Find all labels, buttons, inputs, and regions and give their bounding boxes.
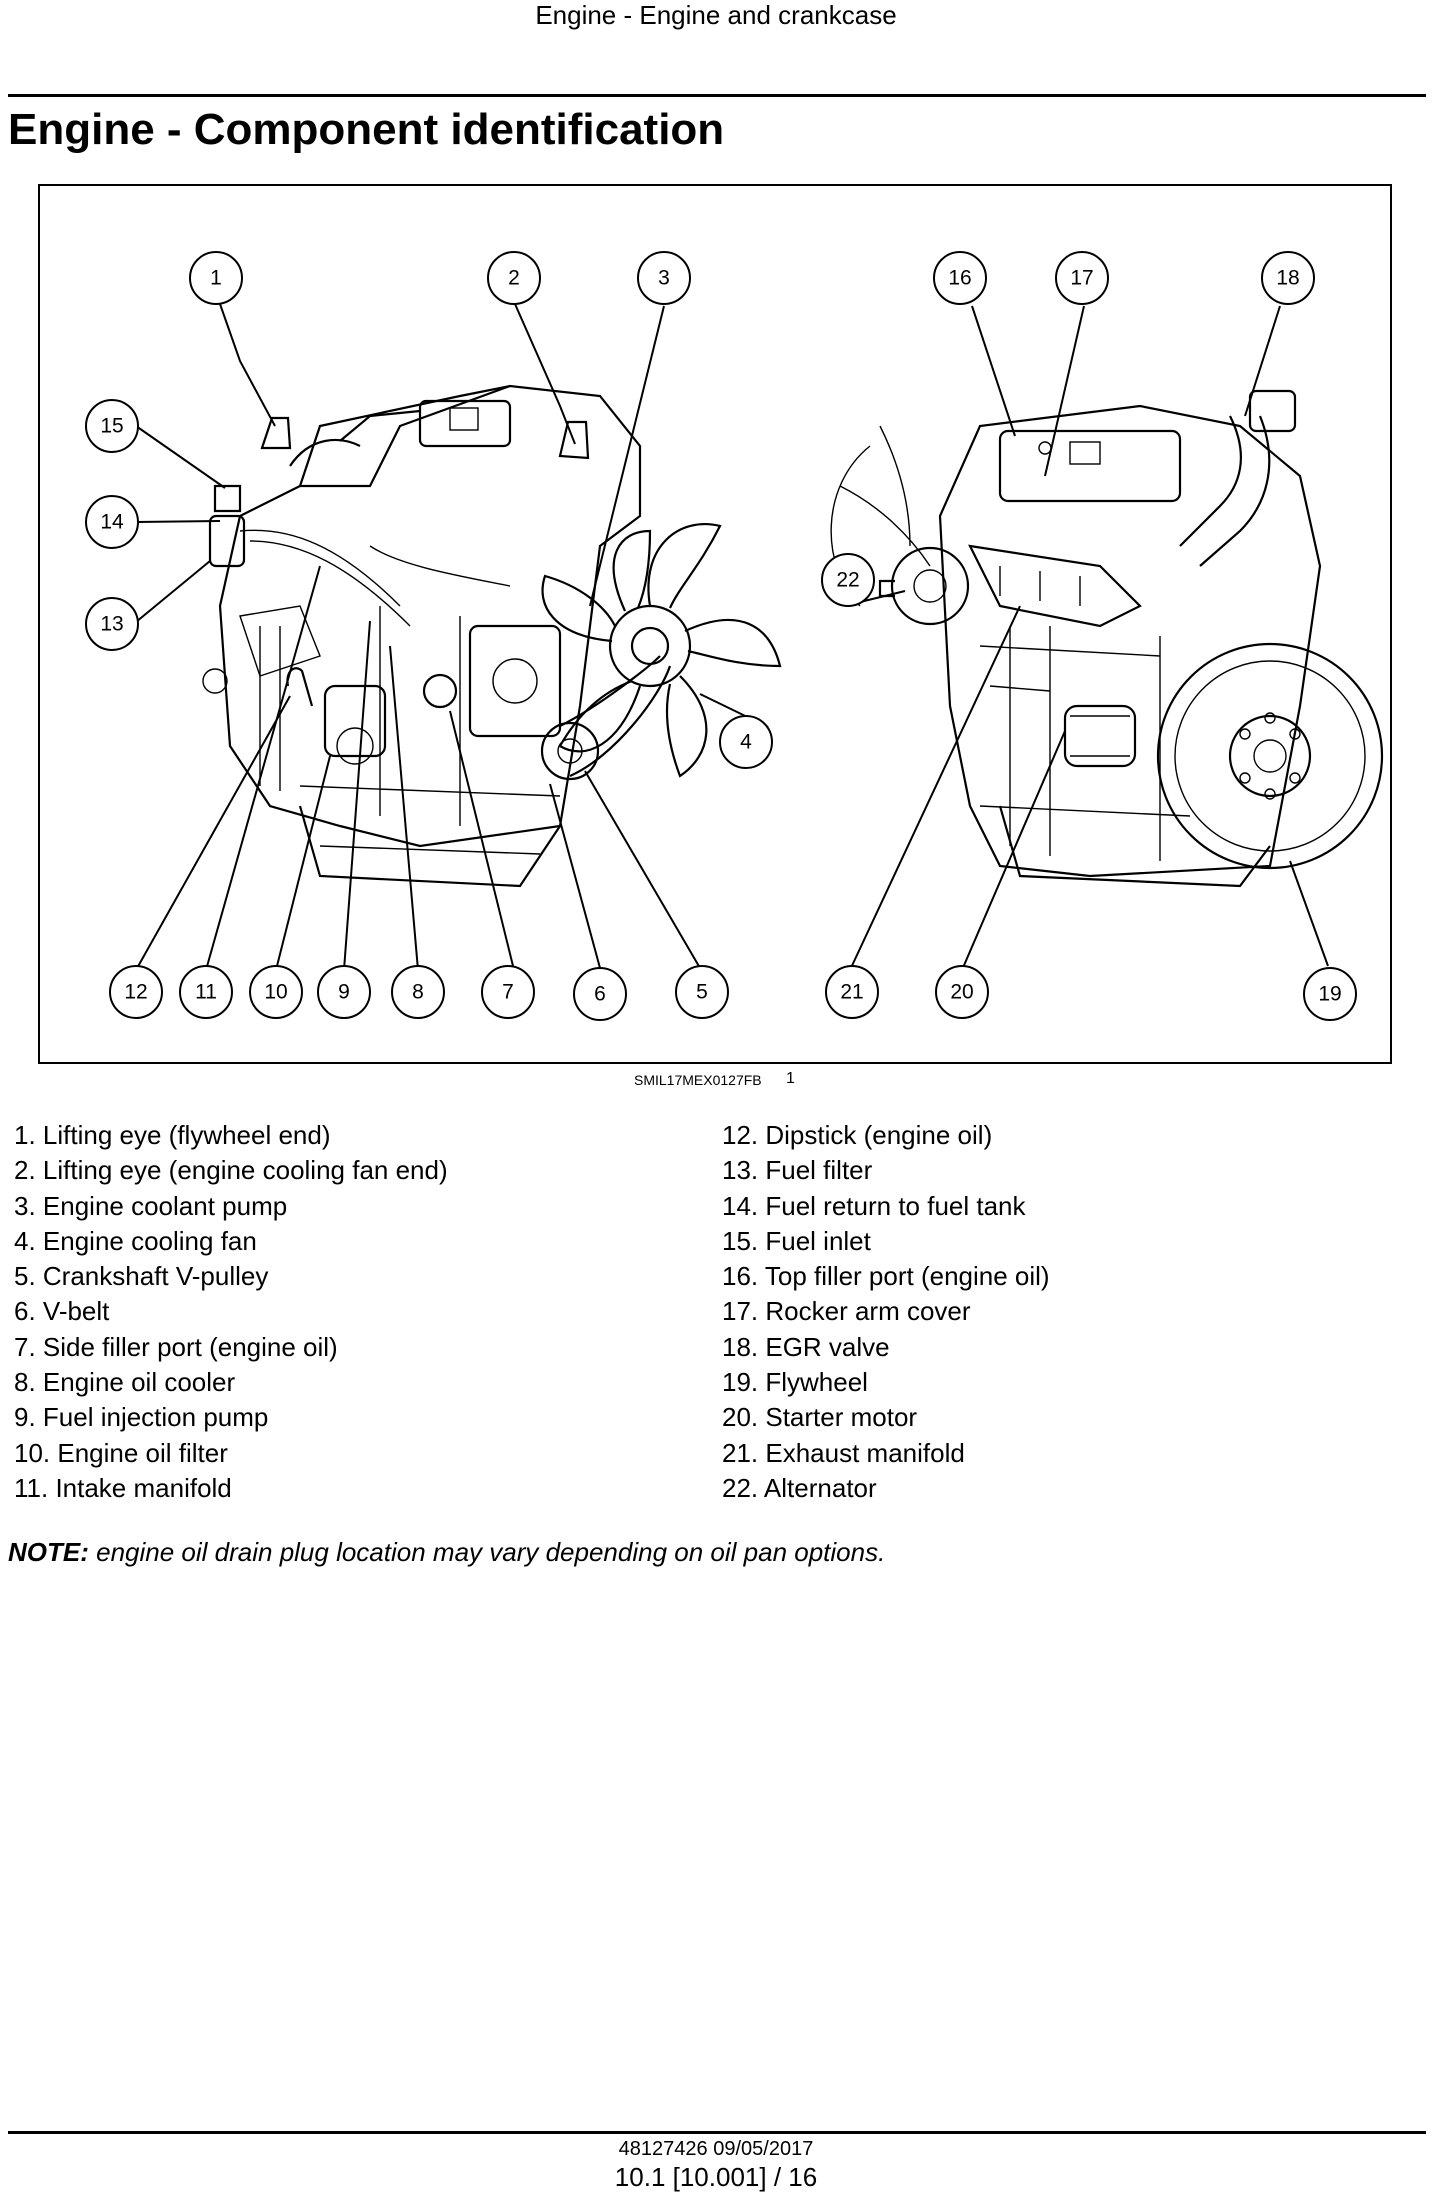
- svg-text:15: 15: [100, 415, 123, 438]
- legend-item: 4. Engine cooling fan: [14, 1225, 257, 1256]
- svg-text:20: 20: [950, 981, 973, 1004]
- callout-8: 8: [391, 965, 445, 1019]
- callout-18: 18: [1261, 251, 1315, 305]
- legend-item: 20. Starter motor: [722, 1402, 918, 1433]
- legend-item: 21. Exhaust manifold: [722, 1437, 965, 1468]
- note-label: NOTE:: [8, 1537, 89, 1567]
- callout-12: 12: [109, 965, 163, 1019]
- svg-text:12: 12: [124, 981, 147, 1004]
- callout-10: 10: [249, 965, 303, 1019]
- svg-text:8: 8: [412, 981, 424, 1004]
- callout-9: 9: [317, 965, 371, 1019]
- svg-text:17: 17: [1070, 267, 1093, 290]
- footer-page-reference: 10.1 [10.001] / 16: [614, 2162, 818, 2192]
- svg-text:7: 7: [502, 981, 514, 1004]
- callout-17: 17: [1055, 251, 1109, 305]
- legend-item: 13. Fuel filter: [722, 1155, 873, 1186]
- legend-item: 7. Side filler port (engine oil): [14, 1331, 338, 1362]
- svg-text:4: 4: [740, 731, 752, 754]
- page-title: Engine - Component identification: [8, 105, 725, 154]
- note-text: engine oil drain plug location may vary …: [88, 1537, 886, 1567]
- legend-item: 15. Fuel inlet: [722, 1225, 871, 1256]
- callout-5: 5: [675, 965, 729, 1019]
- legend-item: 6. V-belt: [14, 1296, 110, 1327]
- callout-7: 7: [481, 965, 535, 1019]
- callout-19: 19: [1303, 967, 1357, 1021]
- callout-22: 22: [821, 553, 875, 607]
- legend-item: 2. Lifting eye (engine cooling fan end): [14, 1155, 448, 1186]
- callout-3: 3: [637, 251, 691, 305]
- callout-13: 13: [85, 597, 139, 651]
- svg-text:11: 11: [195, 981, 217, 1004]
- callout-6: 6: [573, 967, 627, 1021]
- svg-text:14: 14: [100, 511, 124, 534]
- svg-text:9: 9: [338, 981, 350, 1004]
- legend-item: 3. Engine coolant pump: [14, 1190, 288, 1221]
- legend-right-column: 12. Dipstick (engine oil) 13. Fuel filte…: [722, 1118, 1050, 1506]
- callout-20: 20: [935, 965, 989, 1019]
- callout-15: 15: [85, 399, 139, 453]
- legend-item: 10. Engine oil filter: [14, 1437, 228, 1468]
- left-engine-drawing: [202, 384, 782, 888]
- legend-left-column: 1. Lifting eye (flywheel end) 2. Lifting…: [14, 1118, 448, 1506]
- legend-item: 16. Top filler port (engine oil): [722, 1261, 1050, 1292]
- callout-16: 16: [933, 251, 987, 305]
- right-engine-drawing: [830, 389, 1384, 888]
- legend-item: 14. Fuel return to fuel tank: [722, 1190, 1026, 1221]
- legend-item: 12. Dipstick (engine oil): [722, 1120, 993, 1150]
- legend-item: 9. Fuel injection pump: [14, 1402, 269, 1433]
- legend-item: 17. Rocker arm cover: [722, 1296, 971, 1327]
- callout-14: 14: [85, 495, 139, 549]
- bottom-rule: [8, 2131, 1426, 2134]
- footer-document-id: 48127426 09/05/2017: [618, 2138, 814, 2160]
- svg-text:18: 18: [1276, 267, 1299, 290]
- legend-item: 1. Lifting eye (flywheel end): [14, 1120, 331, 1150]
- callout-4: 4: [719, 715, 773, 769]
- legend-item: 22. Alternator: [722, 1472, 877, 1503]
- legend-item: 19. Flywheel: [722, 1367, 868, 1398]
- svg-text:16: 16: [948, 267, 971, 290]
- top-rule: [8, 94, 1426, 97]
- svg-text:6: 6: [594, 983, 606, 1006]
- svg-text:22: 22: [836, 569, 859, 592]
- legend-item: 11. Intake manifold: [14, 1472, 232, 1503]
- callout-1: 1: [189, 251, 243, 305]
- running-header: Engine - Engine and crankcase: [535, 0, 897, 30]
- leader-lines: [135, 303, 1329, 971]
- legend-item: 18. EGR valve: [722, 1331, 890, 1362]
- note: NOTE: engine oil drain plug location may…: [8, 1537, 885, 1568]
- svg-text:3: 3: [658, 267, 670, 290]
- svg-text:5: 5: [696, 981, 708, 1004]
- figure-number: 1: [786, 1070, 795, 1087]
- svg-text:10: 10: [264, 981, 287, 1004]
- svg-text:1: 1: [210, 267, 222, 290]
- callout-11: 11: [179, 965, 233, 1019]
- svg-text:2: 2: [508, 267, 520, 290]
- figure-reference-code: SMIL17MEX0127FB: [634, 1072, 762, 1088]
- callout-2: 2: [487, 251, 541, 305]
- engine-illustration: 1 2 3 4 5 6 7 8 9 10 11 12 13 14 15 16 1…: [85, 251, 1384, 1021]
- engine-figure: 1 2 3 4 5 6 7 8 9 10 11 12 13 14 15 16 1…: [38, 184, 1392, 1064]
- legend-item: 8. Engine oil cooler: [14, 1367, 236, 1398]
- svg-text:21: 21: [840, 981, 863, 1004]
- svg-text:13: 13: [100, 613, 123, 636]
- legend-item: 5. Crankshaft V-pulley: [14, 1261, 269, 1292]
- callout-21: 21: [825, 965, 879, 1019]
- svg-text:19: 19: [1318, 983, 1341, 1006]
